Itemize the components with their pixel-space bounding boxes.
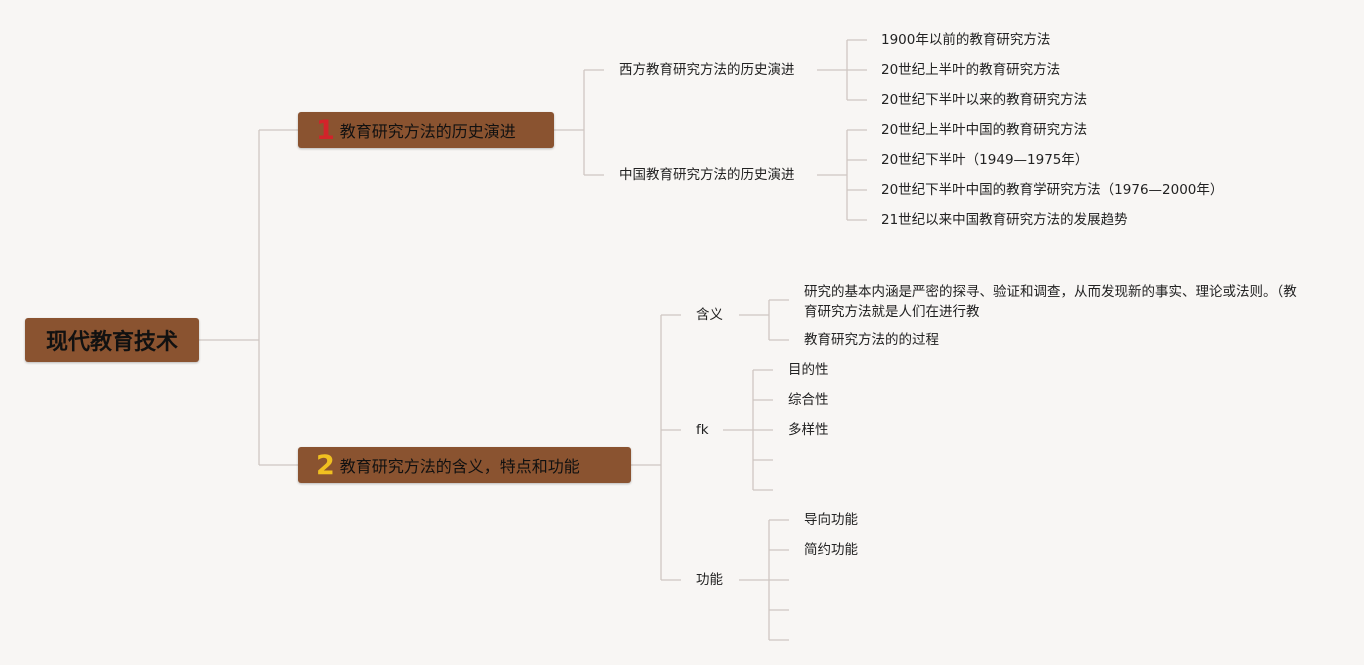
subtopic-function-1[interactable]: 导向功能 [804,512,858,528]
subtopic-feature-3[interactable]: 多样性 [788,422,829,438]
subtopic-feature-empty-2[interactable] [788,481,808,499]
branch-meaning-features[interactable]: 2 教育研究方法的含义，特点和功能 [298,447,631,483]
subtopic-function-empty-1[interactable] [804,571,824,589]
subtopic-feature-2[interactable]: 综合性 [788,392,829,408]
topic-functions[interactable]: 功能 [696,572,723,588]
subtopic-function-empty-2[interactable] [804,601,824,619]
topic-china-history[interactable]: 中国教育研究方法的历史演进 [619,167,795,183]
subtopic-feature-1[interactable]: 目的性 [788,362,829,378]
topic-west-history[interactable]: 西方教育研究方法的历史演进 [619,62,795,78]
root-node[interactable]: 现代教育技术 [25,318,199,362]
branch-meaning-features-label: 教育研究方法的含义，特点和功能 [339,457,580,476]
subtopic-west-1[interactable]: 1900年以前的教育研究方法 [881,32,1051,48]
subtopic-china-3[interactable]: 20世纪下半叶中国的教育学研究方法（1976—2000年） [881,182,1224,198]
subtopic-meaning-2[interactable]: 教育研究方法的的过程 [804,332,939,348]
subtopic-china-4[interactable]: 21世纪以来中国教育研究方法的发展趋势 [881,212,1128,228]
branch-history[interactable]: 1 教育研究方法的历史演进 [298,112,554,148]
priority-1-badge: 1 [316,114,335,146]
subtopic-west-3[interactable]: 20世纪下半叶以来的教育研究方法 [881,92,1088,108]
topic-meaning[interactable]: 含义 [696,307,723,323]
subtopic-china-2[interactable]: 20世纪下半叶（1949—1975年） [881,152,1089,168]
subtopic-function-2[interactable]: 简约功能 [804,542,858,558]
subtopic-feature-empty-1[interactable] [788,451,808,469]
topic-features[interactable]: fk [696,422,709,438]
subtopic-west-2[interactable]: 20世纪上半叶的教育研究方法 [881,62,1061,78]
subtopic-china-1[interactable]: 20世纪上半叶中国的教育研究方法 [881,122,1088,138]
root-label: 现代教育技术 [45,330,178,355]
priority-2-badge: 2 [316,449,335,481]
branch-history-label: 教育研究方法的历史演进 [339,122,516,141]
subtopic-function-empty-3[interactable] [804,631,824,649]
subtopic-meaning-1[interactable]: 研究的基本内涵是严密的探寻、验证和调查，从而发现新的事实、理论或法则。（教育研究… [804,284,1297,320]
